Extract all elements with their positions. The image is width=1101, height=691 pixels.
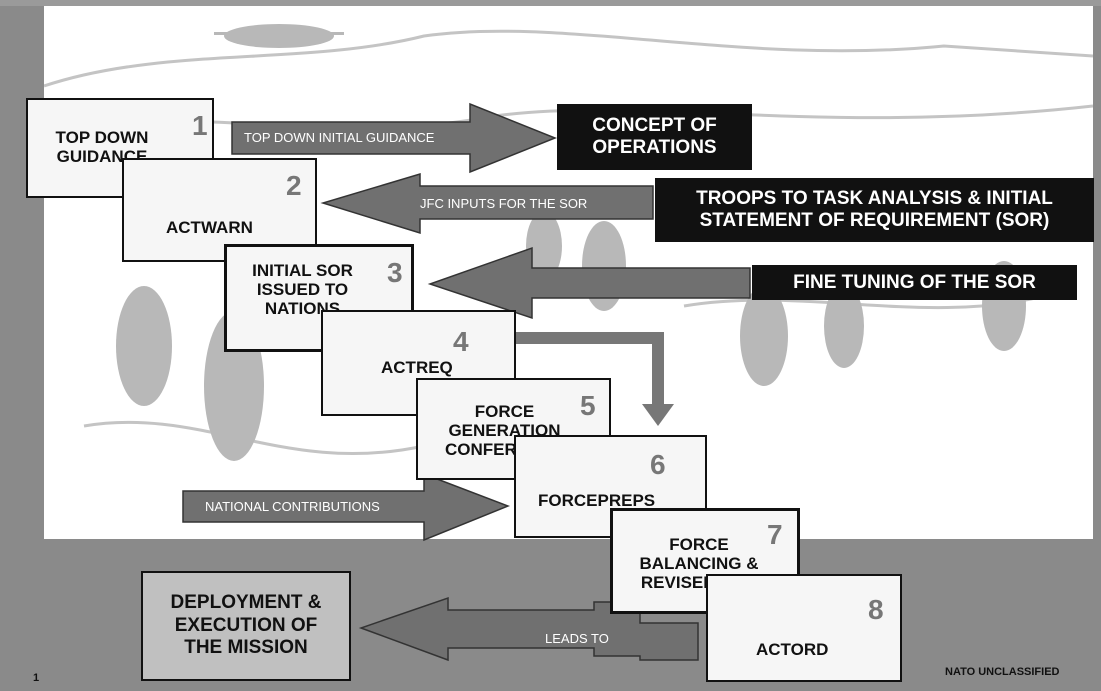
deployment-execution-box: DEPLOYMENT & EXECUTION OF THE MISSION	[141, 571, 351, 681]
page-number: 1	[33, 672, 40, 684]
slide-top-border	[0, 0, 1101, 6]
leads-to-arrow-label: LEADS TO	[545, 631, 609, 646]
step-3-number: 3	[387, 257, 403, 288]
fine-tuning-arrow	[427, 246, 751, 320]
step-5-number: 5	[580, 390, 596, 421]
jfc-inputs-arrow-label: JFC INPUTS FOR THE SOR	[420, 196, 588, 211]
national-contributions-arrow-label: NATIONAL CONTRIBUTIONS	[205, 499, 380, 514]
step-2-label: ACTWARN	[166, 218, 253, 237]
step-6-label: FORCEPREPS	[538, 491, 656, 510]
step-4-number: 4	[453, 326, 469, 357]
troops-to-task-box: TROOPS TO TASK ANALYSIS & INITIAL STATEM…	[655, 178, 1094, 242]
step-8-label: ACTORD	[756, 640, 829, 659]
classification-marking: NATO UNCLASSIFIED	[945, 666, 1060, 678]
jfc-inputs-arrow	[320, 172, 654, 235]
step-1-number: 1	[192, 110, 208, 141]
step-7-number: 7	[767, 519, 783, 550]
top-down-guidance-arrow-label: TOP DOWN INITIAL GUIDANCE	[244, 130, 435, 145]
national-contributions-arrow	[182, 472, 511, 542]
step-6-number: 6	[650, 449, 666, 480]
step-4-label: ACTREQ	[381, 358, 453, 377]
deployment-execution-label: DEPLOYMENT & EXECUTION OF THE MISSION	[170, 592, 322, 659]
step-8-number: 8	[868, 594, 884, 625]
concept-of-operations-box: CONCEPT OF OPERATIONS	[557, 104, 752, 170]
top-down-guidance-arrow	[231, 102, 558, 174]
step-7-force-balancing: FORCE BALANCING & REVISED SOR 7	[610, 508, 800, 614]
fine-tuning-box: FINE TUNING OF THE SOR	[752, 265, 1077, 300]
step-8-actord: 8 ACTORD	[706, 574, 902, 682]
actreq-to-forcepreps-arrow	[515, 332, 664, 412]
step-2-number: 2	[286, 170, 302, 201]
